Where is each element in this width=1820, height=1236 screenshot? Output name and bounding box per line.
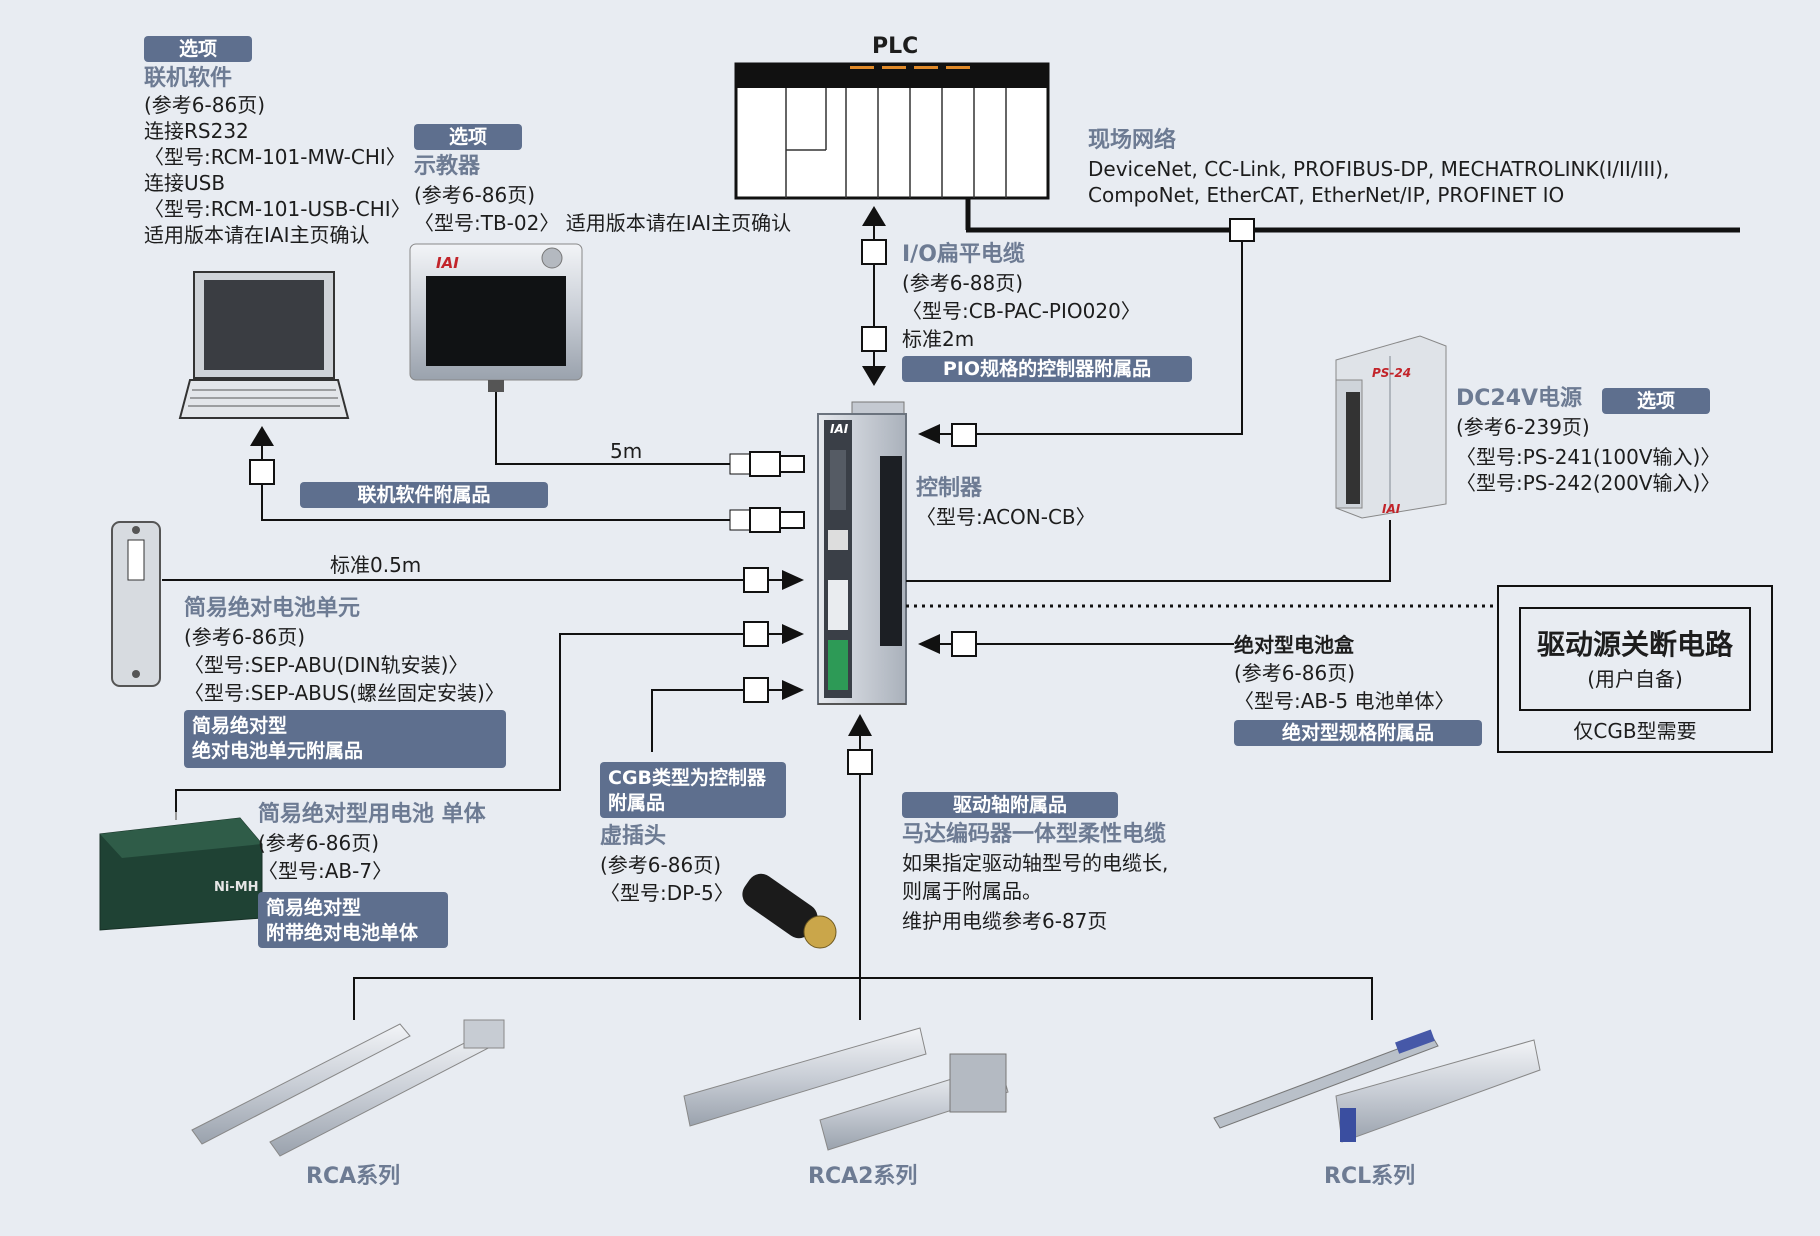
tag-line: 附带绝对电池单体	[266, 922, 419, 944]
controller-brand: IAI	[830, 422, 849, 436]
pc-cable-connector	[729, 507, 805, 533]
controller-model: 〈型号:ACON-CB〉	[916, 505, 1096, 529]
actuator-label-rca: RCA系列	[306, 1164, 401, 1189]
power-supply-brand: PS-24	[1372, 366, 1412, 380]
controller-title: 控制器	[916, 476, 983, 501]
motor-cable-title: 马达编码器一体型柔性电缆	[902, 822, 1167, 847]
pc-software-line: 〈型号:RCM-101-USB-CHI〉	[144, 197, 411, 221]
actuator-label-rca2: RCA2系列	[808, 1164, 918, 1189]
plc-unit	[734, 62, 1050, 200]
power-supply-brand2: IAI	[1382, 502, 1401, 516]
simple-abs-unit-image	[111, 521, 161, 687]
simple-abs-battery-line: 〈型号:AB-7〉	[258, 859, 393, 883]
motor-cable-line: 维护用电缆参考6-87页	[902, 909, 1108, 933]
pc-software-line: 连接USB	[144, 171, 226, 195]
teach-pendant-cable-length: 5m	[610, 439, 643, 463]
teach-pendant-option-tag: 选项	[414, 124, 522, 150]
motor-cable-line: 则属于附属品。	[902, 879, 1042, 903]
pc-software-line: 适用版本请在IAI主页确认	[144, 223, 370, 247]
simple-abs-battery-title: 简易绝对型用电池 单体	[258, 802, 486, 827]
io-cable-accessory-tag: PIO规格的控制器附属品	[902, 356, 1192, 382]
teach-pendant-connector	[729, 451, 805, 477]
teach-pendant-brand: IAI	[436, 254, 459, 272]
abs-battery-box-accessory-tag: 绝对型规格附属品	[1234, 720, 1482, 746]
tag-line: 绝对电池单元附属品	[192, 740, 364, 762]
dummy-plug-title: 虚插头	[600, 824, 667, 849]
power-supply-line: 〈型号:PS-242(200V输入)〉	[1456, 471, 1721, 495]
simple-abs-unit-line: (参考6-86页)	[184, 625, 305, 649]
pc-software-line: 连接RS232	[144, 119, 249, 143]
pc-software-option-tag: 选项	[144, 36, 252, 62]
io-cable-line: 〈型号:CB-PAC-PIO020〉	[902, 299, 1141, 323]
teach-pendant-image	[409, 243, 583, 392]
battery-type-label: Ni-MH	[214, 880, 259, 895]
field-network-title: 现场网络	[1088, 128, 1177, 153]
power-supply-image	[1335, 335, 1447, 519]
tag-line: CGB类型为控制器	[608, 767, 767, 789]
dummy-plug-line: 〈型号:DP-5〉	[600, 881, 734, 905]
pc-software-title: 联机软件	[144, 66, 233, 91]
pc-software-details: (参考6-86页) 连接RS232 〈型号:RCM-101-MW-CHI〉 连接…	[144, 92, 411, 248]
simple-abs-unit-line: 〈型号:SEP-ABUS(螺丝固定安装)〉	[184, 681, 505, 705]
power-supply-line: (参考6-239页)	[1456, 415, 1590, 439]
abs-battery-box-title: 绝对型电池盒	[1234, 633, 1354, 657]
teach-pendant-line: (参考6-86页)	[414, 183, 535, 207]
dummy-plug-line: (参考6-86页)	[600, 853, 721, 877]
tag-line: 附属品	[608, 792, 666, 814]
motor-cable-accessory-tag: 驱动轴附属品	[902, 792, 1118, 818]
rca2-actuator-image	[683, 1027, 1009, 1151]
pc-software-line: (参考6-86页)	[144, 93, 265, 117]
laptop-image	[178, 271, 350, 419]
simple-abs-battery-line: (参考6-86页)	[258, 831, 379, 855]
simple-abs-unit-line: 〈型号:SEP-ABU(DIN轨安装)〉	[184, 653, 469, 677]
plc-label: PLC	[872, 34, 919, 59]
tag-line: 简易绝对型	[266, 897, 362, 919]
field-network-line1: DeviceNet, CC-Link, PROFIBUS-DP, MECHATR…	[1088, 157, 1670, 181]
controller-unit	[817, 401, 907, 705]
rca-actuator-image	[191, 1019, 505, 1157]
power-supply-option-tag: 选项	[1602, 388, 1710, 414]
simple-abs-cable-length: 标准0.5m	[330, 553, 422, 577]
simple-abs-battery-accessory-tag: 简易绝对型 附带绝对电池单体	[258, 892, 448, 948]
pc-software-line: 〈型号:RCM-101-MW-CHI〉	[144, 145, 406, 169]
drive-cutoff-subtitle: (用户自备)	[1587, 667, 1683, 691]
simple-abs-unit-accessory-tag: 简易绝对型 绝对电池单元附属品	[184, 710, 506, 768]
motor-cable-line: 如果指定驱动轴型号的电缆长,	[902, 851, 1169, 875]
power-supply-line: 〈型号:PS-241(100V输入)〉	[1456, 445, 1721, 469]
rcl-actuator-image	[1213, 1029, 1541, 1143]
dummy-plug-accessory-tag: CGB类型为控制器 附属品	[600, 762, 786, 818]
teach-pendant-title: 示教器	[414, 154, 481, 179]
teach-pendant-line: 〈型号:TB-02〉 适用版本请在IAI主页确认	[414, 211, 792, 235]
power-supply-title: DC24V电源	[1456, 386, 1583, 411]
tag-line: 简易绝对型	[192, 715, 288, 737]
actuator-label-rcl: RCL系列	[1324, 1164, 1416, 1189]
dummy-plug-image	[742, 873, 837, 949]
battery-image	[99, 812, 263, 931]
drive-cutoff-note: 仅CGB型需要	[1573, 719, 1697, 743]
io-cable-line: 标准2m	[902, 327, 975, 351]
simple-abs-unit-title: 简易绝对电池单元	[184, 596, 361, 621]
io-cable-title: I/O扁平电缆	[902, 242, 1025, 267]
field-network-line2: CompoNet, EtherCAT, EtherNet/IP, PROFINE…	[1088, 183, 1565, 207]
drive-cutoff-title: 驱动源关断电路	[1536, 628, 1733, 661]
pc-software-accessory-tag: 联机软件附属品	[300, 482, 548, 508]
io-cable-line: (参考6-88页)	[902, 271, 1023, 295]
abs-battery-box-line: 〈型号:AB-5 电池单体〉	[1234, 689, 1455, 713]
abs-battery-box-line: (参考6-86页)	[1234, 661, 1355, 685]
